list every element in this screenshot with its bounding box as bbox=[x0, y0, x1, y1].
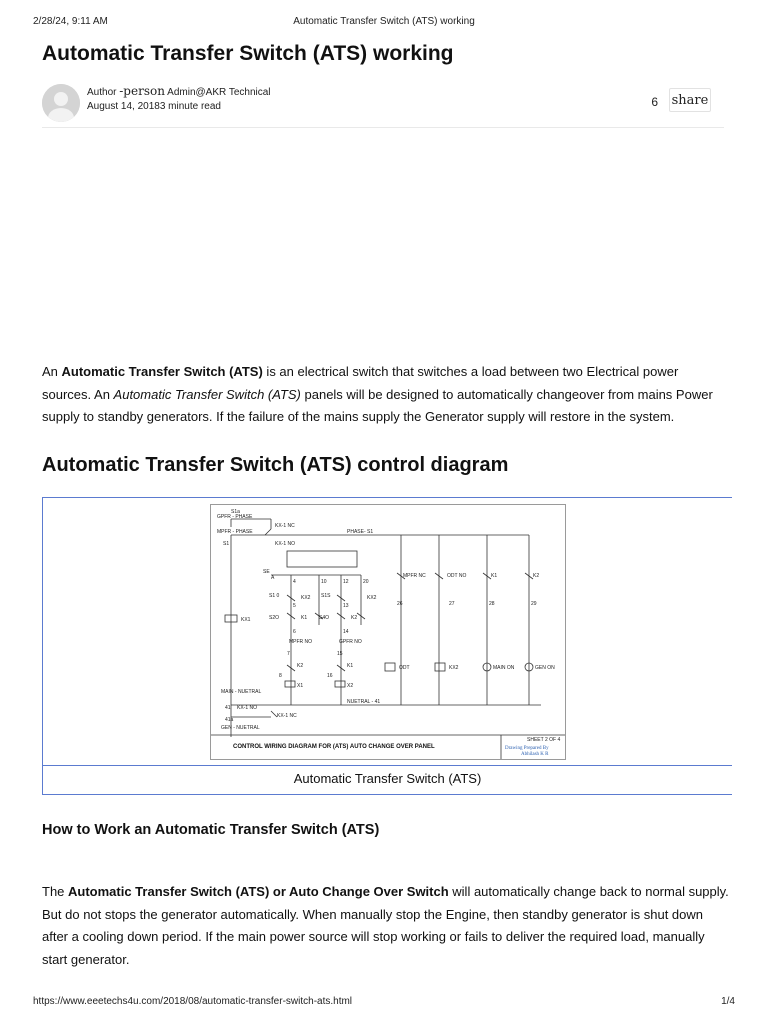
diagram-label: S1a bbox=[231, 509, 240, 515]
diagram-label: K2 bbox=[297, 663, 303, 669]
print-url: https://www.eeetechs4u.com/2018/08/autom… bbox=[33, 996, 353, 1007]
para2-bold-1: Automatic Transfer Switch (ATS) or Auto … bbox=[68, 884, 449, 899]
print-footer: https://www.eeetechs4u.com/2018/08/autom… bbox=[33, 996, 735, 1010]
control-wiring-diagram[interactable]: S1a GPFR - PHASE KX-1 NC MPFR - PHASE PH… bbox=[210, 504, 566, 760]
para2-text-1: The bbox=[42, 884, 69, 899]
intro-text-1: An bbox=[42, 364, 62, 379]
diagram-label: K2 bbox=[351, 615, 357, 621]
diagram-label: K1 bbox=[491, 573, 497, 579]
diagram-label: KX-1 NO bbox=[275, 541, 295, 547]
figure-caption: Automatic Transfer Switch (ATS) bbox=[293, 771, 482, 786]
diagram-label: KX2 bbox=[367, 595, 377, 601]
author-label: Author bbox=[87, 87, 117, 98]
diagram-label: ODT NO bbox=[447, 573, 466, 579]
diagram-credit: Drawing Prepared By bbox=[505, 746, 549, 751]
diagram-label: PHASE- S1 bbox=[347, 529, 373, 535]
wiring-diagram-svg: S1a GPFR - PHASE KX-1 NC MPFR - PHASE PH… bbox=[211, 509, 565, 759]
diagram-label: 14 bbox=[343, 629, 349, 635]
diagram-label: 15 bbox=[337, 651, 343, 657]
share-count: 6 bbox=[651, 95, 658, 109]
diagram-label: MPFR NO bbox=[289, 639, 312, 645]
diagram-label: 7 bbox=[287, 651, 290, 657]
diagram-label: 16 bbox=[327, 673, 333, 679]
diagram-label: 4 bbox=[293, 579, 296, 585]
diagram-label: S4O bbox=[319, 615, 329, 621]
post-date: August 14, 2018 bbox=[87, 101, 160, 112]
diagram-label: A bbox=[271, 575, 275, 581]
diagram-label: NUETRAL - 41 bbox=[347, 699, 380, 705]
subsection-title: How to Work an Automatic Transfer Switch… bbox=[42, 822, 380, 838]
diagram-sheet-number: SHEET 2 OF 4 bbox=[527, 737, 560, 743]
article-title: Automatic Transfer Switch (ATS) working bbox=[42, 42, 454, 65]
diagram-label: MAIN ON bbox=[493, 665, 515, 671]
header-divider bbox=[42, 127, 724, 128]
author-meta: Author -person Admin@AKR Technical Augus… bbox=[87, 84, 271, 114]
diagram-label: 6 bbox=[293, 629, 296, 635]
diagram-label: KX-1 NC bbox=[277, 713, 297, 719]
diagram-footer-title: CONTROL WIRING DIAGRAM FOR (ATS) AUTO CH… bbox=[233, 744, 435, 750]
intro-text-3: panels will be designed to automatically… bbox=[42, 386, 713, 425]
para2-text-2: will automatically change back to normal… bbox=[42, 884, 729, 967]
diagram-label: 29 bbox=[531, 601, 537, 607]
print-page-title: Automatic Transfer Switch (ATS) working bbox=[293, 16, 475, 27]
diagram-label: KX2 bbox=[301, 595, 311, 601]
diagram-label: 26 bbox=[397, 601, 403, 607]
diagram-label: 27 bbox=[449, 601, 455, 607]
diagram-label: 41a bbox=[225, 717, 234, 723]
diagram-label: MAIN - NUETRAL bbox=[221, 689, 262, 695]
diagram-label: S2O bbox=[269, 615, 279, 621]
print-page-number: 1/4 bbox=[721, 996, 735, 1007]
diagram-label: 8 bbox=[279, 673, 282, 679]
section-title: Automatic Transfer Switch (ATS) control … bbox=[42, 454, 509, 476]
how-it-works-paragraph: The Automatic Transfer Switch (ATS) or A… bbox=[42, 881, 730, 971]
diagram-label: K2 bbox=[533, 573, 539, 579]
diagram-label: KX-1 NC bbox=[275, 523, 295, 529]
diagram-label: 12 bbox=[343, 579, 349, 585]
diagram-label: KX-1 NO bbox=[237, 705, 257, 711]
caption-divider bbox=[43, 765, 732, 766]
author-icon-text: -person bbox=[119, 84, 165, 98]
author-name-link[interactable]: Admin@AKR Technical bbox=[167, 87, 271, 98]
diagram-label: ODT bbox=[399, 665, 410, 671]
diagram-label: 10 bbox=[321, 579, 327, 585]
diagram-label: MPFR - PHASE bbox=[217, 529, 253, 535]
read-time: 3 minute read bbox=[159, 101, 221, 112]
diagram-label: X2 bbox=[347, 683, 353, 689]
diagram-label: 20 bbox=[363, 579, 369, 585]
avatar bbox=[42, 84, 80, 122]
diagram-label: KX2 bbox=[449, 665, 459, 671]
author-row: Author -person Admin@AKR Technical Augus… bbox=[42, 84, 724, 124]
diagram-label: KX1 bbox=[241, 617, 251, 623]
diagram-label: K1 bbox=[347, 663, 353, 669]
diagram-credit: Abhilash K R bbox=[521, 752, 549, 757]
share-button[interactable]: share bbox=[669, 88, 711, 112]
print-datetime: 2/28/24, 9:11 AM bbox=[33, 16, 108, 27]
intro-text-2: is an electrical switch that switches a … bbox=[42, 364, 679, 402]
diagram-label: SE bbox=[263, 569, 270, 575]
print-header: 2/28/24, 9:11 AM Automatic Transfer Swit… bbox=[33, 16, 735, 30]
diagram-label: 13 bbox=[343, 603, 349, 609]
intro-italic-1: Automatic Transfer Switch (ATS) bbox=[113, 386, 301, 402]
diagram-label: S1 bbox=[223, 541, 229, 547]
diagram-label: GPFR - PHASE bbox=[217, 514, 253, 520]
diagram-label: K1 bbox=[301, 615, 307, 621]
diagram-label: GEN - NUETRAL bbox=[221, 725, 260, 731]
diagram-label: S1S bbox=[321, 593, 331, 599]
diagram-label: MPFR NC bbox=[403, 573, 426, 579]
diagram-label: X1 bbox=[297, 683, 303, 689]
intro-bold-1: Automatic Transfer Switch (ATS) bbox=[61, 364, 263, 379]
diagram-label: 41 bbox=[225, 705, 231, 711]
person-icon bbox=[42, 84, 80, 122]
diagram-label: GEN ON bbox=[535, 665, 555, 671]
diagram-label: S1 0 bbox=[269, 593, 280, 599]
figure: S1a GPFR - PHASE KX-1 NC MPFR - PHASE PH… bbox=[42, 497, 732, 795]
diagram-label: GPFR NO bbox=[339, 639, 362, 645]
diagram-label: 5 bbox=[293, 603, 296, 609]
diagram-label: 28 bbox=[489, 601, 495, 607]
intro-paragraph: An Automatic Transfer Switch (ATS) is an… bbox=[42, 361, 730, 429]
